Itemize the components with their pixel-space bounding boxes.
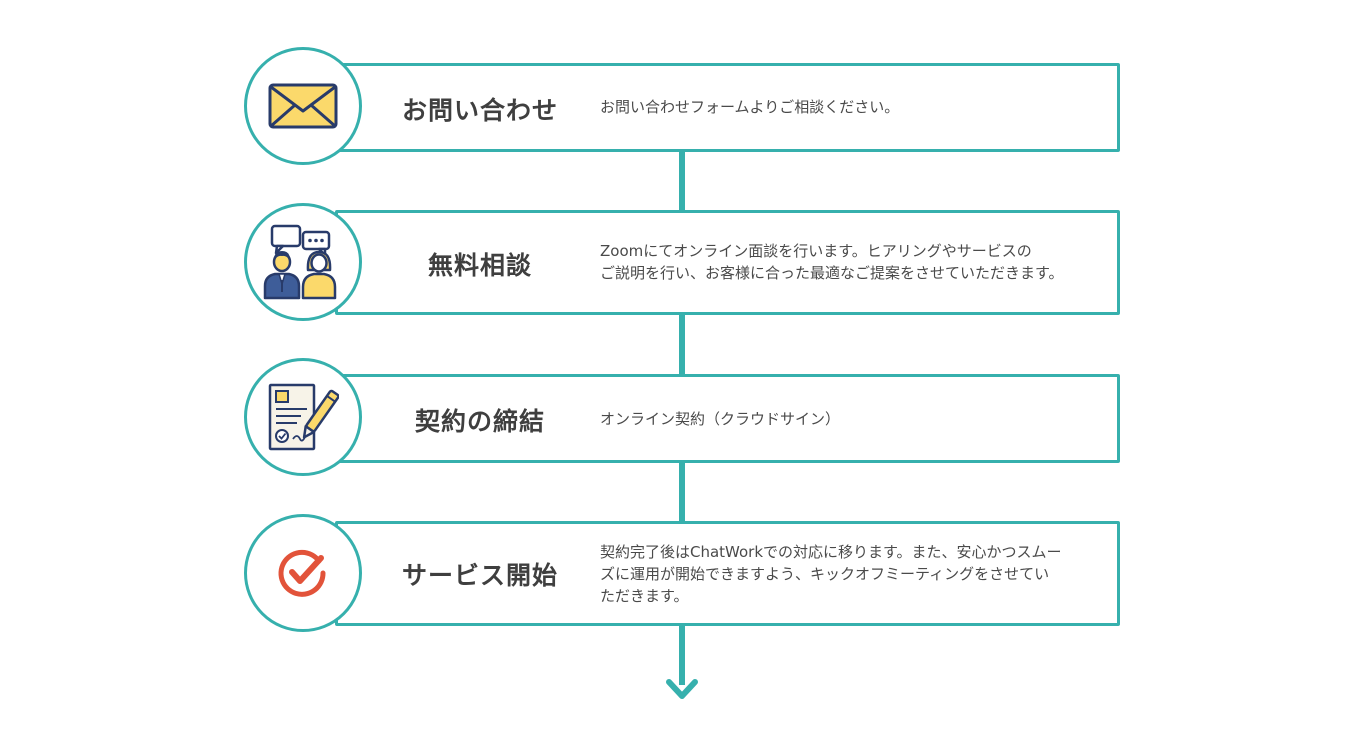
step-title: サービス開始 <box>401 561 558 590</box>
step-icon-circle <box>244 203 362 321</box>
step-title: 契約の締結 <box>414 407 545 436</box>
step-icon-circle <box>244 358 362 476</box>
step-icon-circle <box>244 514 362 632</box>
connector-line-4 <box>679 625 685 685</box>
check-circle-icon <box>278 549 326 597</box>
step-description: オンライン契約（クラウドサイン） <box>600 410 841 428</box>
step-description: お問い合わせフォームよりご相談ください。 <box>600 98 900 116</box>
down-arrow-icon <box>666 679 698 699</box>
step-title: 無料相談 <box>427 251 532 280</box>
connector-line-1 <box>679 150 685 212</box>
step-box <box>335 63 1120 152</box>
step-box <box>335 210 1120 315</box>
step-description: 契約完了後はChatWorkでの対応に移ります。また、安心かつスムー ズに運用が… <box>600 543 1062 605</box>
step-icon-circle <box>244 47 362 165</box>
step-description: Zoomにてオンライン面談を行います。ヒアリングやサービスの ご説明を行い、お客… <box>600 242 1064 282</box>
connector-line-3 <box>679 461 685 523</box>
step-box <box>335 374 1120 463</box>
step-title: お問い合わせ <box>401 96 558 125</box>
contract-sign-icon <box>268 383 339 451</box>
envelope-icon <box>268 83 338 129</box>
step-box <box>335 521 1120 626</box>
consultation-people-icon <box>263 224 337 300</box>
connector-line-2 <box>679 313 685 376</box>
